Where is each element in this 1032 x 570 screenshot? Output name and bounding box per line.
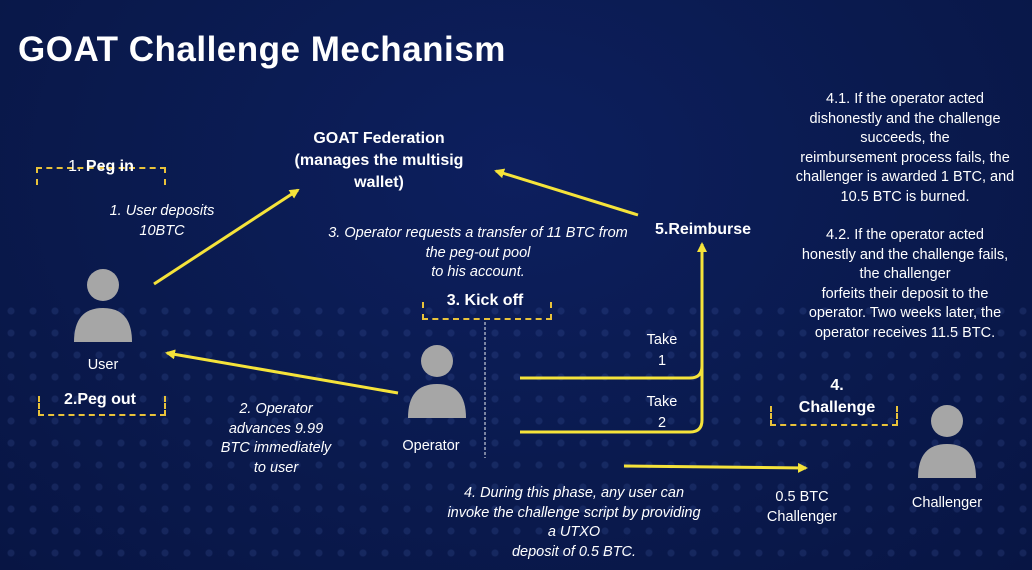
take-1-label: Take 1 [646,332,678,369]
peg-out-bracket [38,396,166,416]
user-label: User [87,357,119,373]
step-reimburse: 5.Reimburse [654,221,752,238]
federation-label: GOAT Federation (manages the multisig wa… [294,130,464,191]
kick-off-bracket [422,302,552,320]
challenger-label: Challenger [911,495,983,511]
take-2-label: Take 2 [646,394,678,431]
note-outcome-honest: 4.2. If the operator acted honestly and … [801,227,1009,341]
note-operator-request: 3. Operator requests a transfer of 11 BT… [328,225,628,280]
take-2-line [520,366,704,434]
arrow-operator-to-user [165,349,399,395]
arrow-to-challenger-deposit [623,462,808,473]
note-outcome-dishonest: 4.1. If the operator acted dishonestly a… [795,91,1015,205]
operator-label: Operator [402,438,460,454]
step-kick-off: 3. Kick off [446,292,524,309]
deposit-label: 0.5 BTC Challenger [766,489,838,525]
step-peg-out: 2.Peg out [63,391,136,408]
step-peg-in: 1. Peg in [68,158,134,175]
arrow-reimburse-to-federation [494,168,639,217]
note-operator-advances: 2. Operator advances 9.99 BTC immediatel… [220,401,332,476]
operator-person-icon [408,345,466,418]
user-person-icon [74,269,132,342]
peg-in-bracket [36,167,166,185]
page-title: GOAT Challenge Mechanism [18,30,506,69]
arrow-user-to-federation [153,188,300,286]
note-during-phase: 4. During this phase, any user can invok… [447,485,701,560]
challenge-bracket [770,406,898,426]
challenger-person-icon [918,405,976,478]
note-user-deposits: 1. User deposits 10BTC [109,203,215,239]
step-challenge: 4. Challenge [798,377,876,416]
